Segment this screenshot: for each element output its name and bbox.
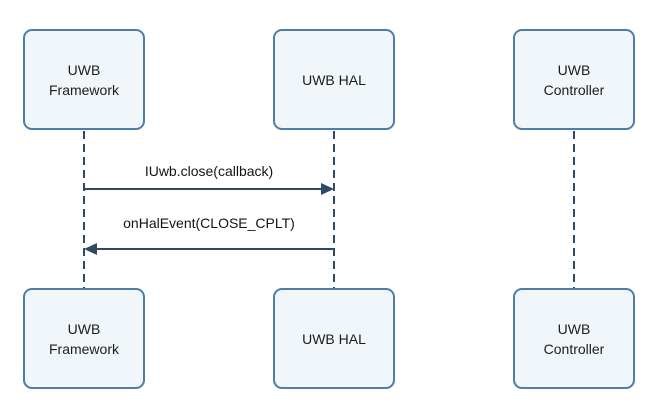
actor-label: UWB HAL <box>302 71 366 88</box>
actor-box-uwb-hal-top: UWB HAL <box>273 29 395 130</box>
lifeline-uwb-hal <box>333 131 335 288</box>
actor-label: UWB Framework <box>48 320 119 357</box>
lifeline-uwb-framework <box>83 131 85 288</box>
actor-label: UWB HAL <box>302 330 366 347</box>
actor-box-uwb-framework-top: UWB Framework <box>23 29 145 130</box>
actor-label: UWB Controller <box>543 61 605 98</box>
actor-box-uwb-controller-bottom: UWB Controller <box>513 288 635 389</box>
actor-box-uwb-framework-bottom: UWB Framework <box>23 288 145 389</box>
message-line-onhalevent <box>97 248 334 250</box>
actor-label: UWB Controller <box>543 320 605 357</box>
message-label-iuwb-close: IUwb.close(callback) <box>144 163 274 179</box>
actor-box-uwb-controller-top: UWB Controller <box>513 29 635 130</box>
message-label-onhalevent: onHalEvent(CLOSE_CPLT) <box>123 215 295 231</box>
actor-box-uwb-hal-bottom: UWB HAL <box>273 288 395 389</box>
arrowhead-left-icon <box>84 243 97 255</box>
message-line-iuwb-close <box>84 188 321 190</box>
lifeline-uwb-controller <box>573 131 575 288</box>
arrowhead-right-icon <box>321 183 334 195</box>
actor-label: UWB Framework <box>48 61 119 98</box>
